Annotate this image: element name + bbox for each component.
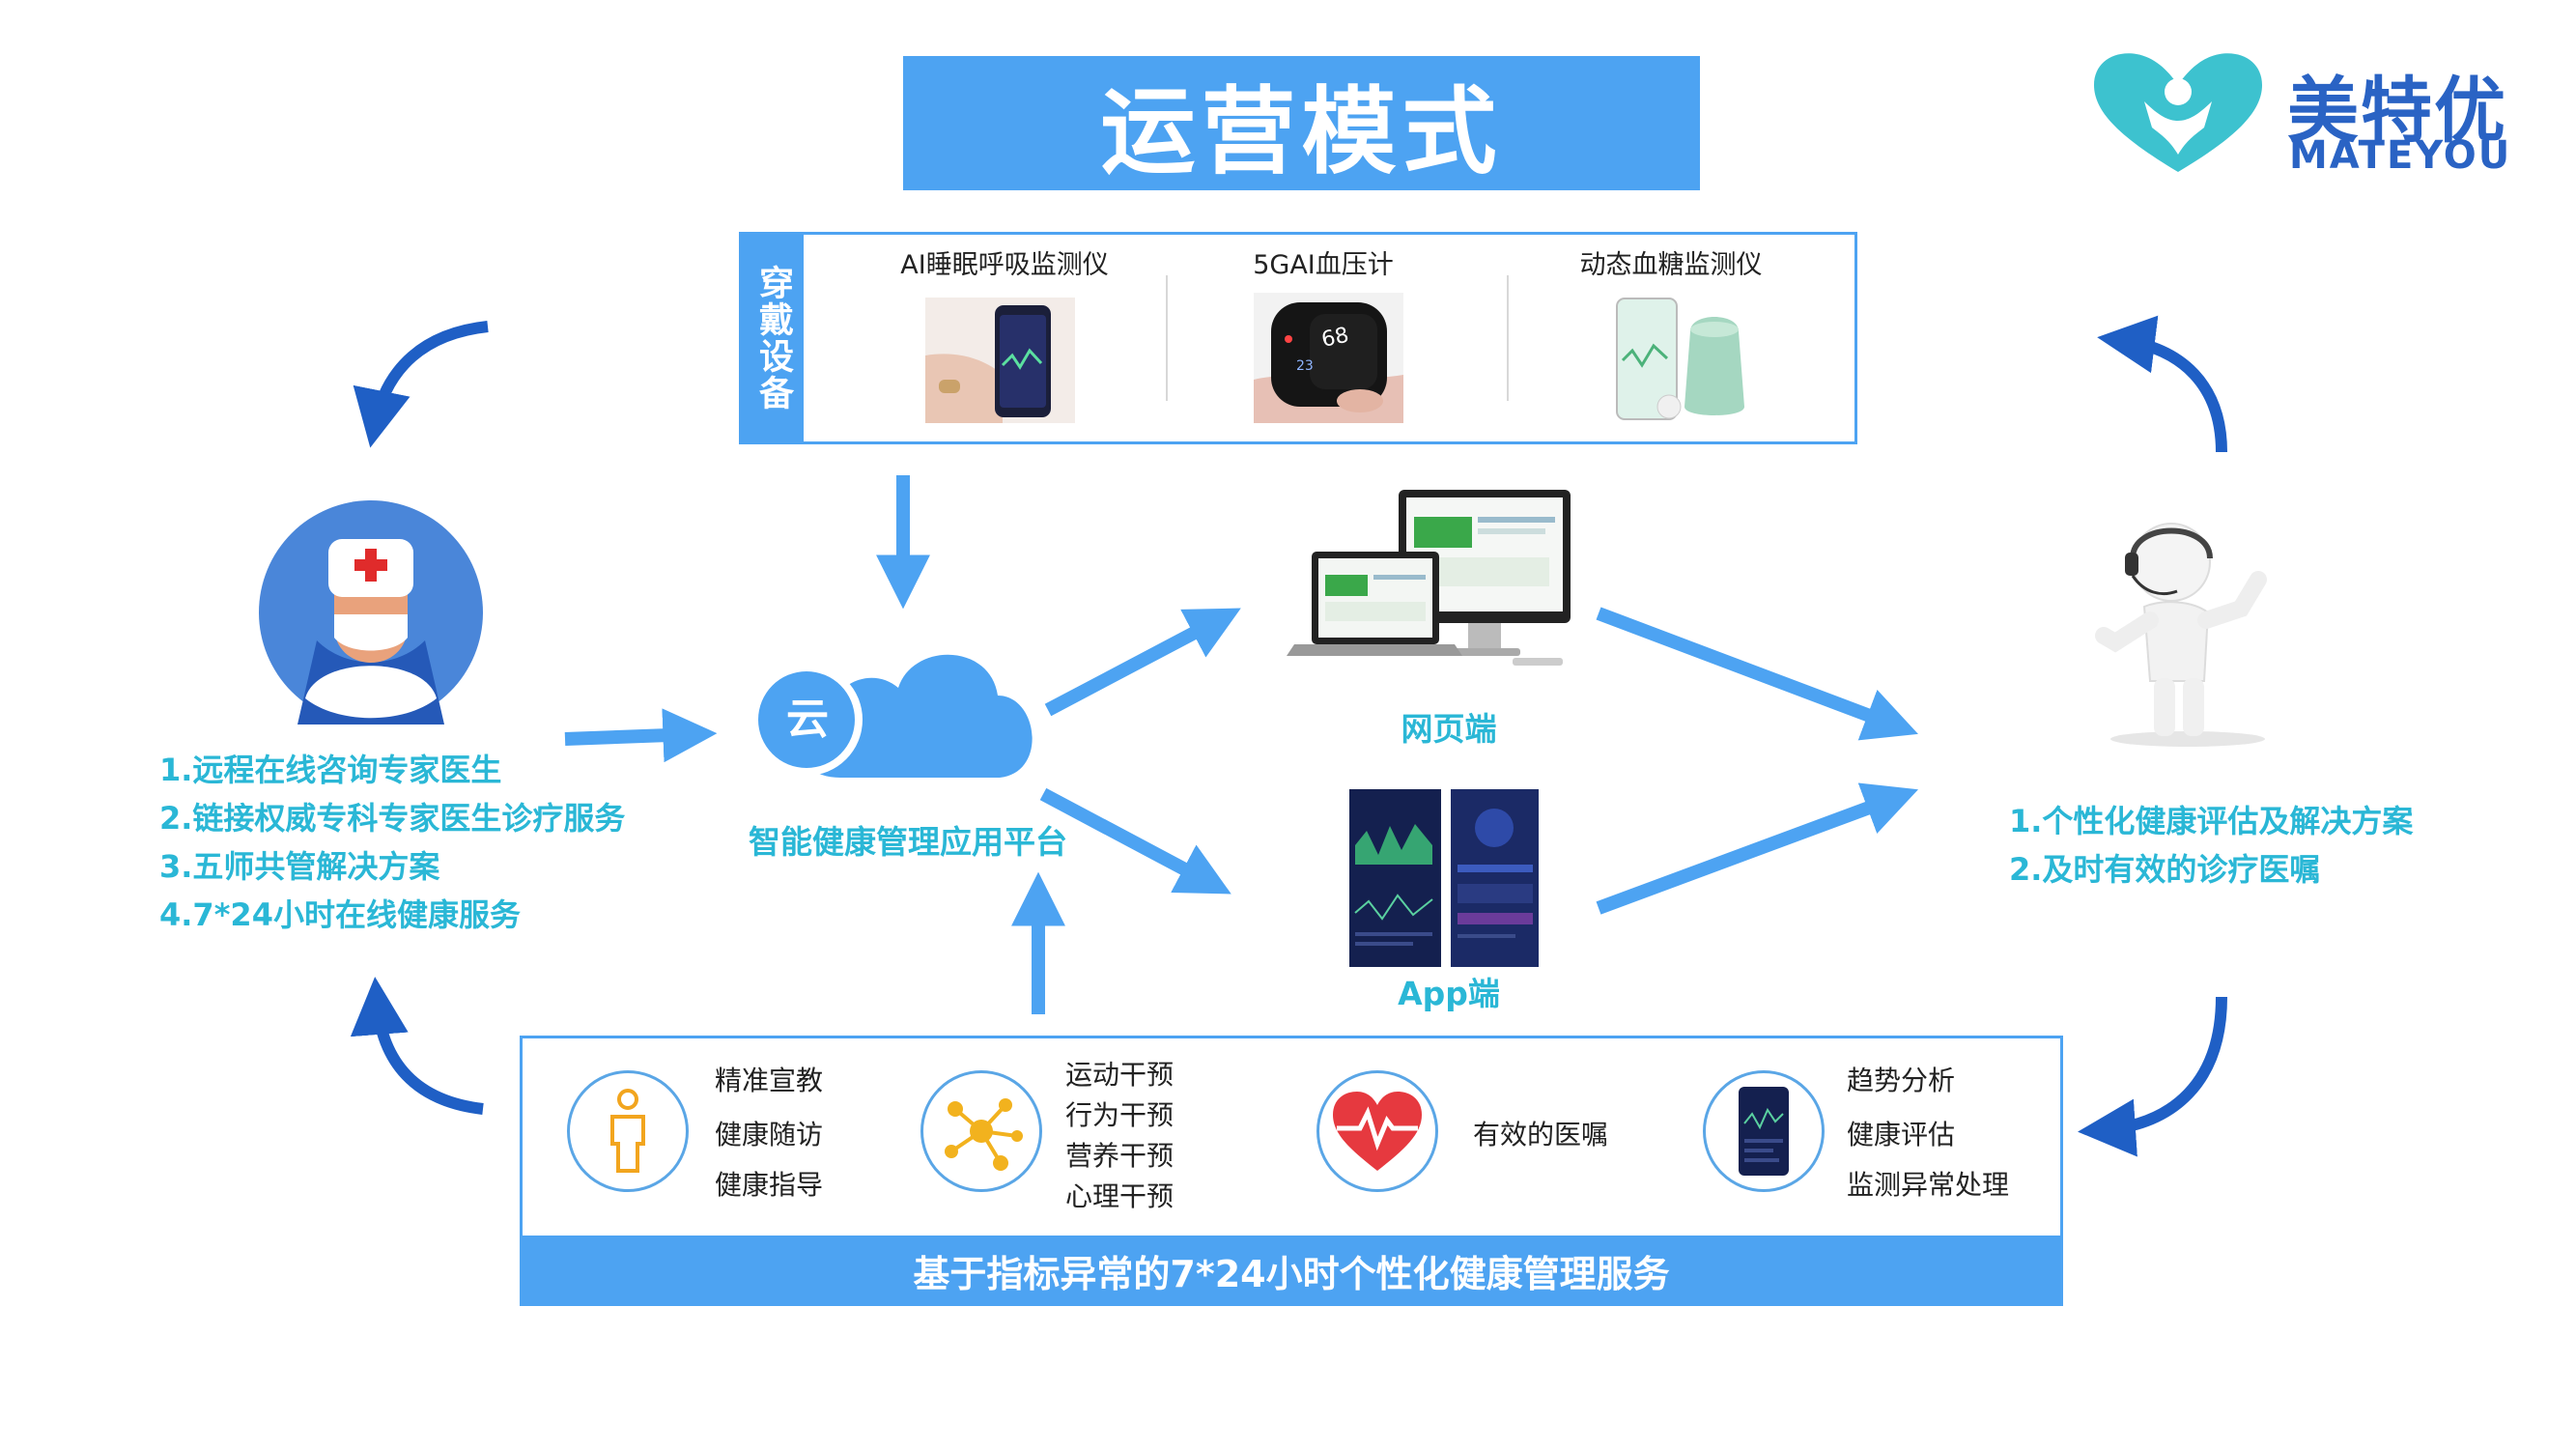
phone-app-icon <box>1703 1070 1825 1192</box>
person-icon <box>567 1070 689 1192</box>
arrow-cloud-to-app <box>1039 787 1231 895</box>
glucose-monitor-image <box>1613 293 1768 428</box>
device-name: 动态血糖监测仪 <box>1579 250 1763 280</box>
service-item: 监测异常处理 <box>1847 1169 2010 1201</box>
curve-arrow-top-right <box>2097 315 2227 453</box>
app-screens-icon <box>1349 789 1539 967</box>
list-item: 1.远程在线咨询专家医生 <box>159 752 502 788</box>
service-item: 有效的医嘱 <box>1473 1119 1609 1151</box>
heart-person-icon <box>2094 53 2262 172</box>
service-item: 行为干预 <box>1065 1099 1175 1131</box>
service-group-3: 有效的医嘱 <box>1473 1115 1608 1155</box>
service-item: 营养干预 <box>1065 1140 1175 1172</box>
service-group-4: 趋势分析 健康评估 监测异常处理 <box>1847 1061 2009 1206</box>
curve-arrow-bottom-right <box>2078 996 2227 1157</box>
device-name: 5GAI血压计 <box>1253 250 1394 280</box>
blood-pressure-monitor-image: 68 23 <box>1254 293 1403 423</box>
arrow-cloud-to-web <box>1044 608 1241 717</box>
device-divider <box>1507 275 1509 401</box>
platform-label: 智能健康管理应用平台 <box>749 823 1067 861</box>
service-item: 健康评估 <box>1847 1119 1956 1151</box>
services-banner: 基于指标异常的7*24小时个性化健康管理服务 <box>520 1236 2063 1306</box>
title-banner: 运营模式 <box>903 56 1700 190</box>
arrow-web-to-agent <box>1596 607 1918 741</box>
service-item: 健康指导 <box>715 1169 824 1201</box>
arrow-doctor-to-cloud <box>564 708 718 763</box>
device-divider <box>1166 275 1168 401</box>
curve-arrow-top-left <box>353 321 489 448</box>
service-item: 趋势分析 <box>1847 1065 1956 1096</box>
services-banner-label: 基于指标异常的7*24小时个性化健康管理服务 <box>913 1253 1670 1295</box>
logo-cn: 美特优 <box>2287 70 2507 153</box>
wearable-section-label-bar: 穿戴设备 <box>742 235 804 441</box>
service-group-2: 运动干预 行为干预 营养干预 心理干预 <box>1065 1055 1174 1217</box>
web-label: 网页端 <box>1401 710 1497 748</box>
cloud-icon <box>750 654 1033 778</box>
page-title: 运营模式 <box>1100 76 1503 187</box>
wearable-section-label: 穿戴设备 <box>753 265 793 412</box>
svg-text:23: 23 <box>1296 358 1314 374</box>
service-item: 精准宣教 <box>715 1065 824 1096</box>
headset-person-icon <box>2095 523 2267 747</box>
app-label: App端 <box>1398 975 1500 1012</box>
sleep-ring-phone-image <box>925 298 1075 423</box>
svg-text:68: 68 <box>1319 324 1351 353</box>
list-item: 2.及时有效的诊疗医嘱 <box>2009 851 2321 888</box>
service-item: 运动干预 <box>1065 1059 1175 1091</box>
heartbeat-icon <box>1316 1070 1438 1192</box>
list-item: 3.五师共管解决方案 <box>159 848 440 885</box>
service-group-1: 精准宣教 健康随访 健康指导 <box>715 1061 823 1206</box>
list-item: 1.个性化健康评估及解决方案 <box>2009 803 2414 839</box>
doctor-service-list: 1.远程在线咨询专家医生 2.链接权威专科专家医生诊疗服务 3.五师共管解决方案… <box>159 746 625 939</box>
curve-arrow-bottom-left <box>350 977 484 1115</box>
network-nodes-icon <box>920 1070 1042 1192</box>
doctor-avatar-icon <box>259 500 483 724</box>
logo-en: MATEYOU <box>2289 133 2512 178</box>
list-item: 2.链接权威专科专家医生诊疗服务 <box>159 800 626 837</box>
web-devices-icon <box>1287 490 1571 666</box>
agent-service-list: 1.个性化健康评估及解决方案 2.及时有效的诊疗医嘱 <box>2009 797 2413 894</box>
list-item: 4.7*24小时在线健康服务 <box>159 896 521 933</box>
service-item: 心理干预 <box>1065 1180 1175 1212</box>
arrow-app-to-agent <box>1596 782 1919 915</box>
device-name: AI睡眠呼吸监测仪 <box>900 250 1109 280</box>
cloud-char: 云 <box>786 695 829 744</box>
service-item: 健康随访 <box>715 1119 824 1151</box>
